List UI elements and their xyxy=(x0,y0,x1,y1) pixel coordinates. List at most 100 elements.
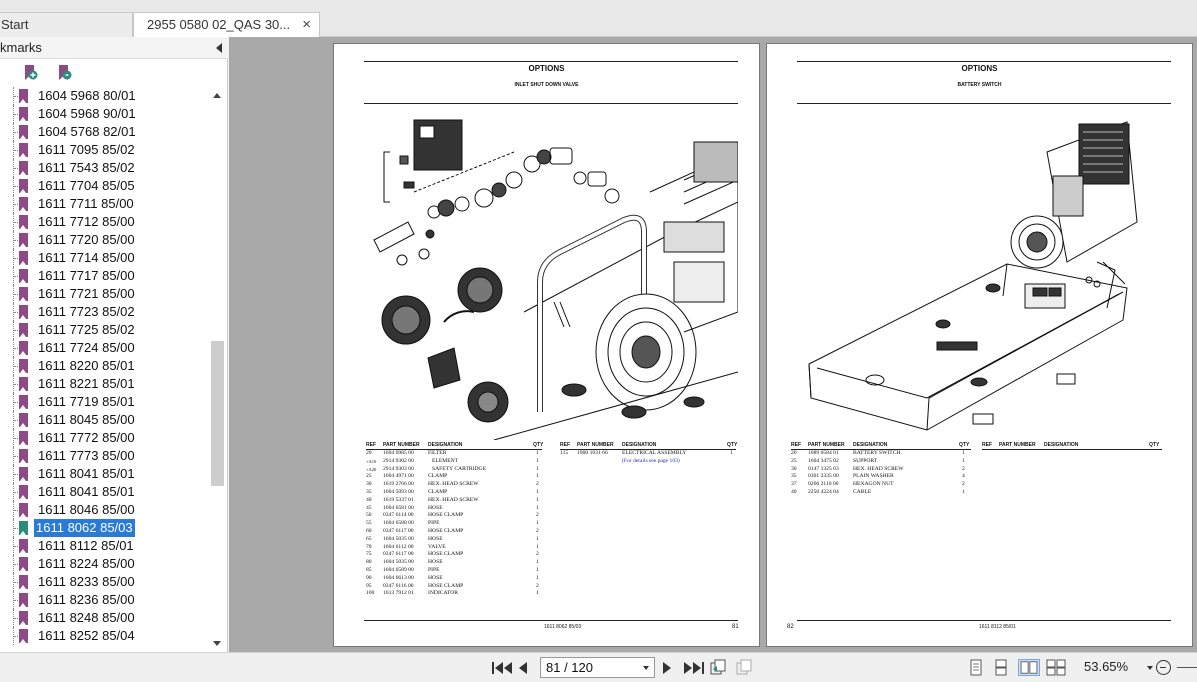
bookmark-item[interactable]: 1611 8046 85/00 xyxy=(0,501,208,519)
bookmark-item[interactable]: 1611 8112 85/01 xyxy=(0,537,208,555)
bookmark-label: 1611 8046 85/00 xyxy=(38,502,135,517)
continuous-facing-view-icon[interactable] xyxy=(1046,659,1066,676)
tree-connector xyxy=(13,429,22,447)
footer-rule xyxy=(797,620,1171,621)
cell-part: 0301 2335 00 xyxy=(808,473,839,480)
cell-qty: 1 xyxy=(536,543,539,550)
bookmark-item[interactable]: 1611 8248 85/00 xyxy=(0,609,208,627)
expand-bookmark-icon[interactable] xyxy=(22,64,38,81)
last-page-button[interactable] xyxy=(684,662,704,674)
page-number: 82 xyxy=(787,624,794,630)
bookmark-item[interactable]: 1611 7723 85/02 xyxy=(0,303,208,321)
page-footer-code: 1611 8112 85/01 xyxy=(979,624,1016,630)
scroll-thumb[interactable] xyxy=(211,341,224,486)
bookmark-item[interactable]: 1611 7712 85/00 xyxy=(0,213,208,231)
find-bookmark-icon[interactable] xyxy=(56,64,72,81)
cell-qty: 1 xyxy=(536,473,539,480)
tree-connector xyxy=(13,537,22,555)
bookmark-icon xyxy=(19,395,28,409)
footer-rule xyxy=(364,620,738,621)
cell-ref: 80 xyxy=(366,559,372,566)
page-number-field[interactable]: 81 / 120 xyxy=(540,657,655,678)
bookmark-icon xyxy=(19,431,28,445)
bookmark-label: 1611 7711 85/00 xyxy=(38,196,134,211)
zoom-level[interactable]: 53.65% xyxy=(1084,659,1129,674)
zoom-dropdown-icon[interactable] xyxy=(1147,666,1153,670)
scroll-up-icon[interactable] xyxy=(213,93,221,98)
bookmark-item[interactable]: 1611 8041 85/01 xyxy=(0,465,208,483)
status-bar: 81 / 120 53.65% xyxy=(0,652,1197,682)
bookmark-item[interactable]: 1611 8252 85/04 xyxy=(0,627,208,645)
next-view-icon[interactable] xyxy=(736,659,752,676)
previous-view-icon[interactable] xyxy=(710,659,726,676)
first-page-button[interactable] xyxy=(492,662,512,674)
zoom-out-icon[interactable] xyxy=(1156,660,1171,675)
cell-part: 0347 6114 00 xyxy=(383,512,414,519)
bookmark-label: 1611 7714 85/00 xyxy=(38,250,135,265)
bookmark-label: 1611 7725 85/02 xyxy=(38,322,135,337)
bookmark-item[interactable]: 1611 7720 85/00 xyxy=(0,231,208,249)
bookmark-icon xyxy=(19,233,28,247)
details-note[interactable]: (For details see page 103) xyxy=(622,457,680,464)
bookmark-item[interactable]: 1611 7725 85/02 xyxy=(0,321,208,339)
tree-connector xyxy=(13,609,22,627)
next-page-button[interactable] xyxy=(663,662,671,674)
bookmark-icon xyxy=(19,179,28,193)
cell-part: 1604 6589 00 xyxy=(383,566,414,573)
tree-connector xyxy=(13,87,22,105)
page-dropdown-icon[interactable] xyxy=(643,666,649,670)
document-viewer[interactable]: OPTIONS INLET SHUT DOWN VALVE xyxy=(229,37,1197,652)
cell-qty: 1 xyxy=(536,465,539,472)
bookmark-item[interactable]: 1611 7711 85/00 xyxy=(0,195,208,213)
bookmark-item[interactable]: 1611 8233 85/00 xyxy=(0,573,208,591)
cell-part: 1604 6985 00 xyxy=(383,450,414,456)
close-tab-icon[interactable]: × xyxy=(302,16,311,33)
collapse-panel-icon[interactable] xyxy=(216,43,222,53)
tree-connector xyxy=(13,195,22,213)
continuous-view-icon[interactable] xyxy=(993,659,1009,676)
table-header: REF PART NUMBER DESIGNATION QTY xyxy=(366,442,543,450)
bookmark-item[interactable]: 1611 7714 85/00 xyxy=(0,249,208,267)
bookmark-item[interactable]: 1611 8236 85/00 xyxy=(0,591,208,609)
cell-part: 1613 7912 01 xyxy=(383,590,414,597)
tab-document[interactable]: 2955 0580 02_QAS 30... × xyxy=(133,12,320,38)
bookmark-item[interactable]: 1611 7095 85/02 xyxy=(0,141,208,159)
bookmark-item[interactable]: 1611 7773 85/00 xyxy=(0,447,208,465)
bookmark-item[interactable]: 1611 7719 85/01 xyxy=(0,393,208,411)
cell-qty: 1 xyxy=(536,520,539,527)
bookmark-item[interactable]: 1611 8221 85/01 xyxy=(0,375,208,393)
bookmark-item[interactable]: 1611 8220 85/01 xyxy=(0,357,208,375)
bookmark-item[interactable]: 1611 7724 85/00 xyxy=(0,339,208,357)
zoom-slider[interactable] xyxy=(1177,667,1197,668)
bookmark-icon xyxy=(19,107,28,121)
bookmark-item[interactable]: 1604 5968 80/01 xyxy=(0,87,208,105)
bookmark-label: 1611 7543 85/02 xyxy=(38,160,135,175)
cell-ref: 37 xyxy=(791,481,797,488)
bookmark-item[interactable]: 1611 7543 85/02 xyxy=(0,159,208,177)
bookmark-icon xyxy=(19,161,28,175)
bookmark-item[interactable]: 1604 5968 90/01 xyxy=(0,105,208,123)
bookmark-item[interactable]: 1611 7721 85/00 xyxy=(0,285,208,303)
bookmark-icon xyxy=(19,323,28,337)
tree-connector xyxy=(13,159,22,177)
scroll-down-icon[interactable] xyxy=(213,641,221,646)
table-header: REF PART NUMBER DESIGNATION QTY xyxy=(982,442,1162,450)
single-page-view-icon[interactable] xyxy=(968,659,984,676)
bookmark-label: 1611 8041 85/01 xyxy=(38,466,135,481)
bookmark-item[interactable]: 1611 7717 85/00 xyxy=(0,267,208,285)
facing-view-icon[interactable] xyxy=(1018,659,1040,676)
bookmark-scrollbar[interactable] xyxy=(209,87,226,652)
bookmark-item[interactable]: 1611 8041 85/01 xyxy=(0,483,208,501)
bookmark-item[interactable]: 1604 5768 82/01 xyxy=(0,123,208,141)
cell-ref: 30 xyxy=(791,465,797,472)
bookmark-item[interactable]: 1611 7704 85/05 xyxy=(0,177,208,195)
bookmark-item[interactable]: 1611 7772 85/00 xyxy=(0,429,208,447)
tab-start[interactable]: Start xyxy=(0,12,133,37)
previous-page-button[interactable] xyxy=(519,662,527,674)
tree-connector xyxy=(13,213,22,231)
bookmark-item[interactable]: 1611 8062 85/03 xyxy=(0,519,208,537)
bookmark-item[interactable]: 1611 8045 85/00 xyxy=(0,411,208,429)
bookmark-item[interactable]: 1611 8224 85/00 xyxy=(0,555,208,573)
